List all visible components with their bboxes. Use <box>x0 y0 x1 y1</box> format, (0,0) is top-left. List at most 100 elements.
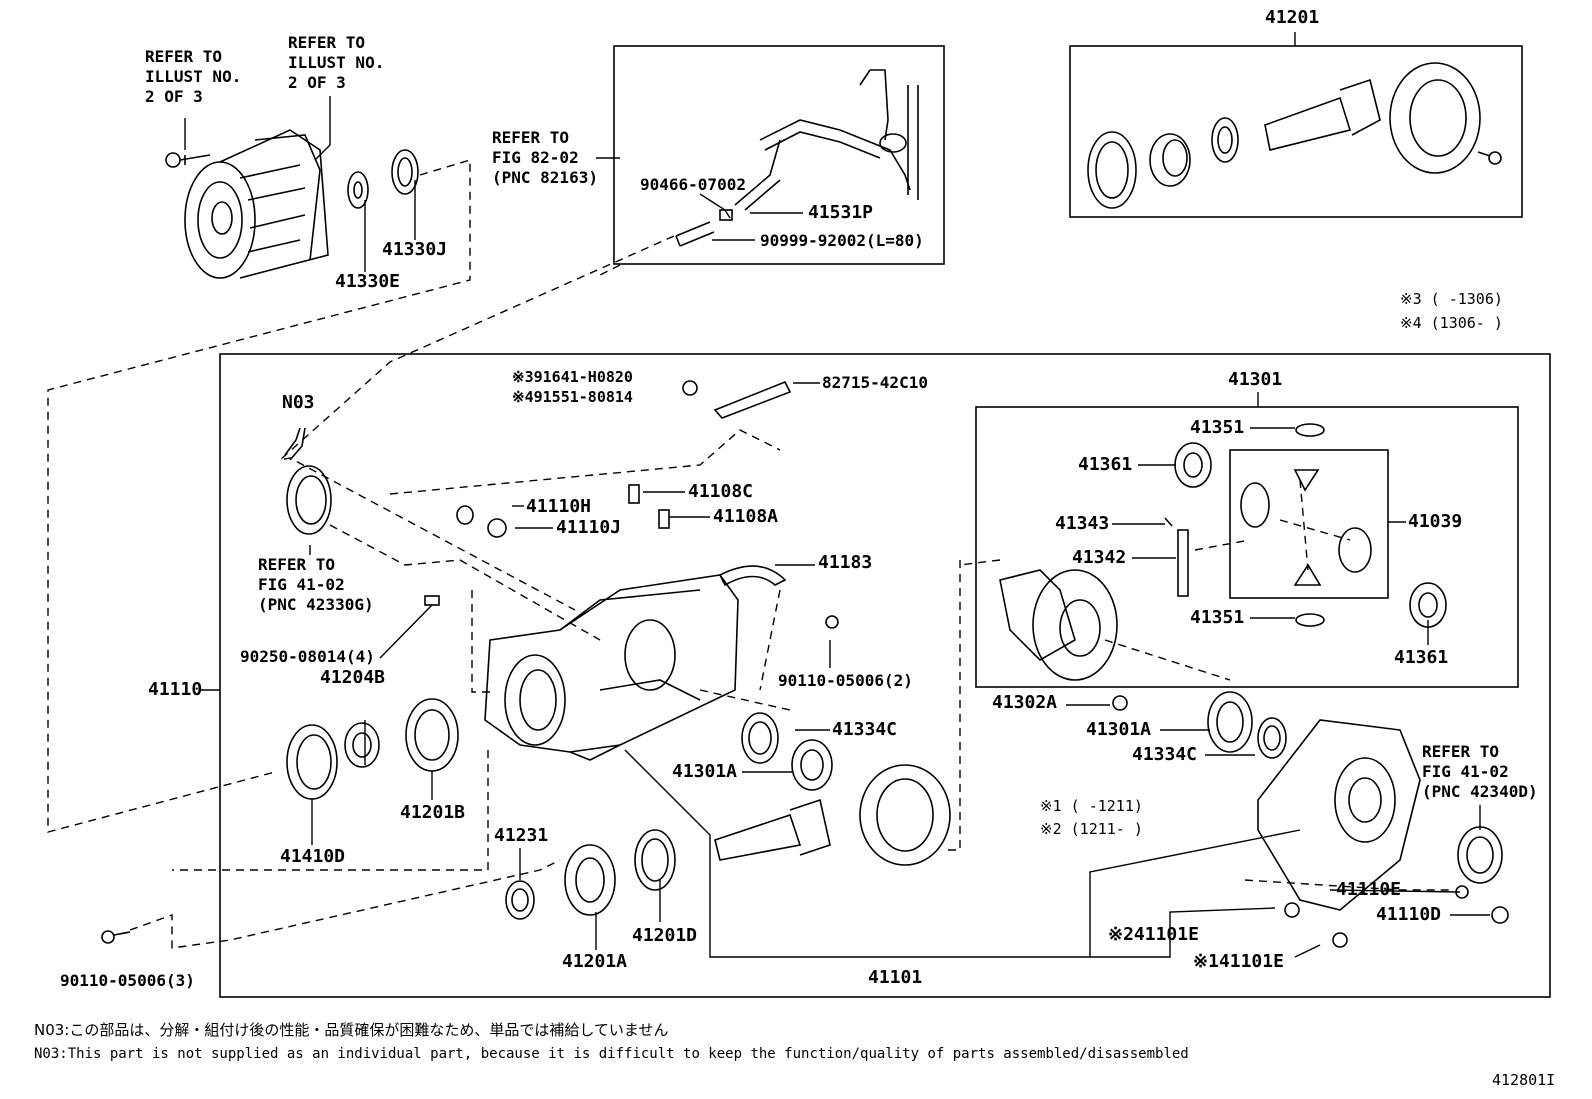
part-label-41110E[interactable]: 41110E <box>1336 879 1402 900</box>
part-label-41110D[interactable]: 41110D <box>1376 904 1442 925</box>
refer-line: REFER TO <box>1422 742 1500 761</box>
part-label-41201D[interactable]: 41201D <box>632 925 698 946</box>
bolt-41101E-2 <box>1284 902 1300 918</box>
stud-90250 <box>424 595 440 606</box>
part-label-41361-b[interactable]: 41361 <box>1394 647 1449 668</box>
refer-line: REFER TO <box>288 33 366 52</box>
part-label-41351-a[interactable]: 41351 <box>1190 417 1245 438</box>
part-label-90250-08014[interactable]: 90250-08014(4) <box>240 647 375 666</box>
part-label-41330J[interactable]: 41330J <box>382 239 448 260</box>
part-label-41110J[interactable]: 41110J <box>556 517 622 538</box>
refer-line: REFER TO <box>492 128 570 147</box>
bolt-top-left <box>165 152 211 168</box>
bearing-cup-41334C <box>741 712 779 764</box>
bearing-41301A-r <box>1207 691 1253 753</box>
refer-line: FIG 82-02 <box>492 148 579 167</box>
part-label-41108A[interactable]: 41108A <box>713 506 779 527</box>
frame-case-subassembly <box>975 406 1519 688</box>
washer-41361-b <box>1409 582 1447 628</box>
refer-line: FIG 41-02 <box>258 575 345 594</box>
refer-line: (PNC 42330G) <box>258 595 374 614</box>
part-label-90999-92002[interactable]: 90999-92002(L=80) <box>760 231 924 250</box>
part-label-41101E-2[interactable]: ※241101E <box>1108 924 1199 945</box>
bearing-41301A <box>791 739 833 791</box>
plug-41110H <box>456 505 474 525</box>
refer-to-illust-a: REFER TO ILLUST NO. 2 OF 3 <box>145 47 241 107</box>
part-label-41110H[interactable]: 41110H <box>526 496 592 517</box>
bearing-41201B <box>405 698 459 772</box>
refer-line: (PNC 82163) <box>492 168 598 187</box>
refer-to-fig82[interactable]: REFER TO FIG 82-02 (PNC 82163) <box>492 128 598 188</box>
part-label-90466-07002[interactable]: 90466-07002 <box>640 175 746 194</box>
frame-pinion-gear-kit <box>1229 449 1389 599</box>
part-label-41204B[interactable]: 41204B <box>320 667 386 688</box>
seal-41420 <box>286 465 332 535</box>
part-label-41039[interactable]: 41039 <box>1408 511 1463 532</box>
part-label-82715-42C10[interactable]: 82715-42C10 <box>822 373 928 392</box>
part-label-41108C[interactable]: 41108C <box>688 481 754 502</box>
washer-41330E <box>347 171 369 209</box>
part-label-41301[interactable]: 41301 <box>1228 369 1283 390</box>
part-label-41201[interactable]: 41201 <box>1265 7 1320 28</box>
plug-41108C <box>628 484 640 504</box>
part-label-90110-05006-3[interactable]: 90110-05006(3) <box>60 971 195 990</box>
washer-41351-a <box>1295 423 1325 437</box>
part-label-41302A[interactable]: 41302A <box>992 692 1058 713</box>
part-label-41301A-left[interactable]: 41301A <box>672 761 738 782</box>
refer-to-fig41-right[interactable]: REFER TO FIG 41-02 (PNC 42340D) <box>1422 742 1538 802</box>
washer-41201D <box>634 829 676 891</box>
part-label-91641-H0820[interactable]: ※391641-H0820 <box>512 368 633 386</box>
part-label-41410D[interactable]: 41410D <box>280 846 346 867</box>
washer-41361-a <box>1174 442 1212 488</box>
bracket-82715 <box>713 380 792 419</box>
gasket-41110E <box>1455 885 1469 899</box>
part-label-N03[interactable]: N03 <box>282 392 315 413</box>
part-label-41101[interactable]: 41101 <box>868 967 923 988</box>
leader-lines <box>184 32 1490 958</box>
bolt-91641 <box>682 380 698 396</box>
footer-note-english: N03:This part is not supplied as an indi… <box>34 1046 1189 1062</box>
part-label-41231[interactable]: 41231 <box>494 825 549 846</box>
part-label-41301A-right[interactable]: 41301A <box>1086 719 1152 740</box>
part-label-41342[interactable]: 41342 <box>1072 547 1127 568</box>
pinion-gears-drawing <box>1240 469 1372 586</box>
breather-hose-drawing <box>675 69 919 247</box>
extension-housing <box>184 129 329 279</box>
note-variant-4: ※4 (1306- ) <box>1400 314 1503 332</box>
pinion-ring-lower-drawing <box>714 764 951 866</box>
part-label-41343[interactable]: 41343 <box>1055 513 1110 534</box>
part-label-41361-a[interactable]: 41361 <box>1078 454 1133 475</box>
note-variant-2: ※2 (1211- ) <box>1040 820 1143 838</box>
part-label-41351-b[interactable]: 41351 <box>1190 607 1245 628</box>
refer-line: REFER TO <box>258 555 336 574</box>
washer-41351-b <box>1295 613 1325 627</box>
part-label-91551-80814[interactable]: ※491551-80814 <box>512 388 633 406</box>
carrier-housing-drawing <box>484 574 739 761</box>
part-label-90110-05006-2[interactable]: 90110-05006(2) <box>778 671 913 690</box>
part-label-41334C-right[interactable]: 41334C <box>1132 744 1198 765</box>
shaft-41342 <box>1177 529 1189 597</box>
part-label-41330E[interactable]: 41330E <box>335 271 401 292</box>
bearing-41201A <box>564 844 616 916</box>
illustration-code: 412801I <box>1492 1071 1556 1089</box>
seal-41410D <box>286 724 338 800</box>
refer-line: FIG 41-02 <box>1422 762 1509 781</box>
differential-case-drawing <box>999 569 1118 681</box>
refer-line: ILLUST NO. <box>288 53 385 72</box>
part-label-41201B[interactable]: 41201B <box>400 802 466 823</box>
part-label-41201A[interactable]: 41201A <box>562 951 628 972</box>
refer-to-fig41-left[interactable]: REFER TO FIG 41-02 (PNC 42330G) <box>258 555 374 615</box>
part-label-41334C-left[interactable]: 41334C <box>832 719 898 740</box>
frame-differential-assembly <box>219 353 1551 998</box>
part-label-41531P[interactable]: 41531P <box>808 202 874 223</box>
part-label-41183[interactable]: 41183 <box>818 552 873 573</box>
refer-line: 2 OF 3 <box>288 73 346 92</box>
refer-line: 2 OF 3 <box>145 87 203 106</box>
part-label-41101E-1[interactable]: ※141101E <box>1193 951 1284 972</box>
seal-41330J <box>391 149 419 195</box>
part-label-41110[interactable]: 41110 <box>148 679 203 700</box>
note-variant-3: ※3 ( -1306) <box>1400 290 1503 308</box>
seal-41110-right <box>1457 826 1503 884</box>
frame-breather-hose <box>613 45 945 265</box>
